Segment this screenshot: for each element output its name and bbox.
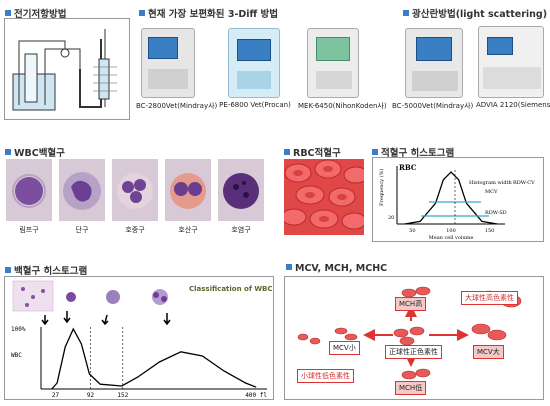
- hypochromic-tag: 小球性低色素性: [297, 369, 354, 383]
- rbc-histogram-chart: RBC Frequency (%) 20 50 100 150 Mean cel…: [378, 163, 535, 241]
- wbc-cell-label: 단구: [75, 226, 89, 234]
- analyzer-bc2800: [141, 28, 195, 98]
- wbc-cell-image: [165, 159, 211, 221]
- rbc-title: RBC적혈구: [284, 145, 341, 159]
- wbc-smear-thumb: [12, 280, 54, 312]
- wbc-cell-label: 호산구: [178, 226, 198, 234]
- impedance-diagram: [4, 18, 130, 120]
- mch-high-tag: MCH高: [395, 297, 427, 311]
- rbc-x-tick: 100: [446, 228, 456, 234]
- bullet-square-icon: [403, 10, 409, 16]
- rbc-chart-label: RBC: [399, 163, 417, 172]
- analyzer-bc5000: [405, 28, 463, 98]
- wbc-cell-label: 호중구: [125, 226, 145, 234]
- rbc-histogram-curve: [404, 171, 498, 225]
- rbc-histogram-title: 적혈구 히스토그램: [372, 145, 454, 159]
- analyzer-caption: PE-6800 Vet(Procan): [219, 101, 291, 109]
- indices-panel: MCH高 大球性高色素性 MCV小 正球性正色素性 MCV大 小球性低色素性 M…: [284, 276, 544, 400]
- arrow-down-icon: [63, 311, 71, 324]
- arrow-down-icon: [101, 314, 109, 326]
- wbc-histogram-panel: Classification of WBC types based on siz…: [4, 276, 353, 400]
- wbc-y-label: WBC: [11, 352, 22, 359]
- wbc-x-tick: 152: [117, 392, 128, 399]
- wbc-title: WBC백혈구: [5, 145, 65, 159]
- wbc-cell-image: [6, 159, 52, 221]
- wbc-classification-note: Classification of WBC types based on siz…: [189, 285, 273, 293]
- analyzer-caption: BC-5000Vet(Mindray사): [392, 102, 474, 110]
- wbc-cell-label: 림프구: [19, 226, 39, 234]
- rbc-histogram-panel: RBC Frequency (%) 20 50 100 150 Mean cel…: [372, 157, 544, 242]
- mcv-low-tag: MCV小: [329, 341, 360, 355]
- rbc-x-label: Mean cell volume: [429, 235, 474, 241]
- normochromic-tag: 正球性正色素性: [385, 345, 442, 359]
- bullet-square-icon: [286, 264, 292, 270]
- mcv-high-tag: MCV大: [473, 345, 504, 359]
- wbc-cell-image: [59, 159, 105, 221]
- rbc-x-tick: 50: [409, 228, 415, 234]
- rbc-mcv-label: MCV: [485, 189, 498, 195]
- rbc-y-label: Frequency (%): [378, 169, 385, 206]
- wbc-x-tick: 92: [87, 392, 95, 399]
- impedance-circuit-svg: [12, 29, 117, 111]
- bullet-square-icon: [5, 267, 11, 273]
- bullet-square-icon: [372, 149, 378, 155]
- impedance-title: 전기저항방법: [5, 6, 66, 20]
- three-diff-title: 현재 가장 보편화된 3-Diff 방법: [139, 6, 278, 20]
- lymphocyte-thumb: [66, 292, 76, 302]
- wbc-x-tick: 400 fl: [245, 392, 267, 399]
- analyzer-mek6450: [307, 28, 359, 98]
- hyperchromic-tag: 大球性高色素性: [461, 291, 518, 305]
- analyzer-pe6800: [228, 28, 280, 98]
- bullet-square-icon: [284, 149, 290, 155]
- wbc-histogram-curve: [51, 327, 257, 390]
- analyzer-advia2120: [478, 26, 544, 98]
- wbc-cell-image: [218, 159, 264, 221]
- wbc-cell-image: [112, 159, 158, 221]
- analyzer-caption: MEK-6450(NihonKoden사): [298, 102, 387, 110]
- bullet-square-icon: [139, 10, 145, 16]
- rdw-cv-label: RDW-CV: [513, 180, 535, 186]
- monocyte-thumb: [106, 290, 120, 304]
- wbc-histogram-title: 백혈구 히스토그램: [5, 263, 87, 277]
- wbc-x-tick: 27: [52, 392, 60, 399]
- bullet-square-icon: [5, 149, 11, 155]
- mch-low-tag: MCH低: [395, 381, 427, 395]
- rbc-image: [284, 159, 364, 235]
- rdw-sd-label: RDW-SD: [485, 210, 507, 216]
- rbc-hist-width-label: Histogram width: [469, 180, 513, 186]
- arrow-down-icon: [163, 313, 171, 326]
- bullet-square-icon: [5, 10, 11, 16]
- rbc-x-tick: 150: [485, 228, 495, 234]
- analyzer-caption: ADVIA 2120(Siemens): [476, 101, 550, 109]
- wbc-y-top: 100%: [11, 326, 26, 333]
- arrow-down-icon: [41, 315, 49, 326]
- light-scatter-title: 광산란방법(light scattering): [403, 6, 547, 20]
- indices-title: MCV, MCH, MCHC: [286, 263, 387, 274]
- wbc-cell-label: 호염구: [231, 226, 251, 234]
- wbc-histogram-chart: Classification of WBC types based on siz…: [11, 280, 353, 399]
- rbc-tick-20: 20: [388, 215, 394, 221]
- analyzer-caption: BC-2800Vet(Mindray사): [136, 102, 218, 110]
